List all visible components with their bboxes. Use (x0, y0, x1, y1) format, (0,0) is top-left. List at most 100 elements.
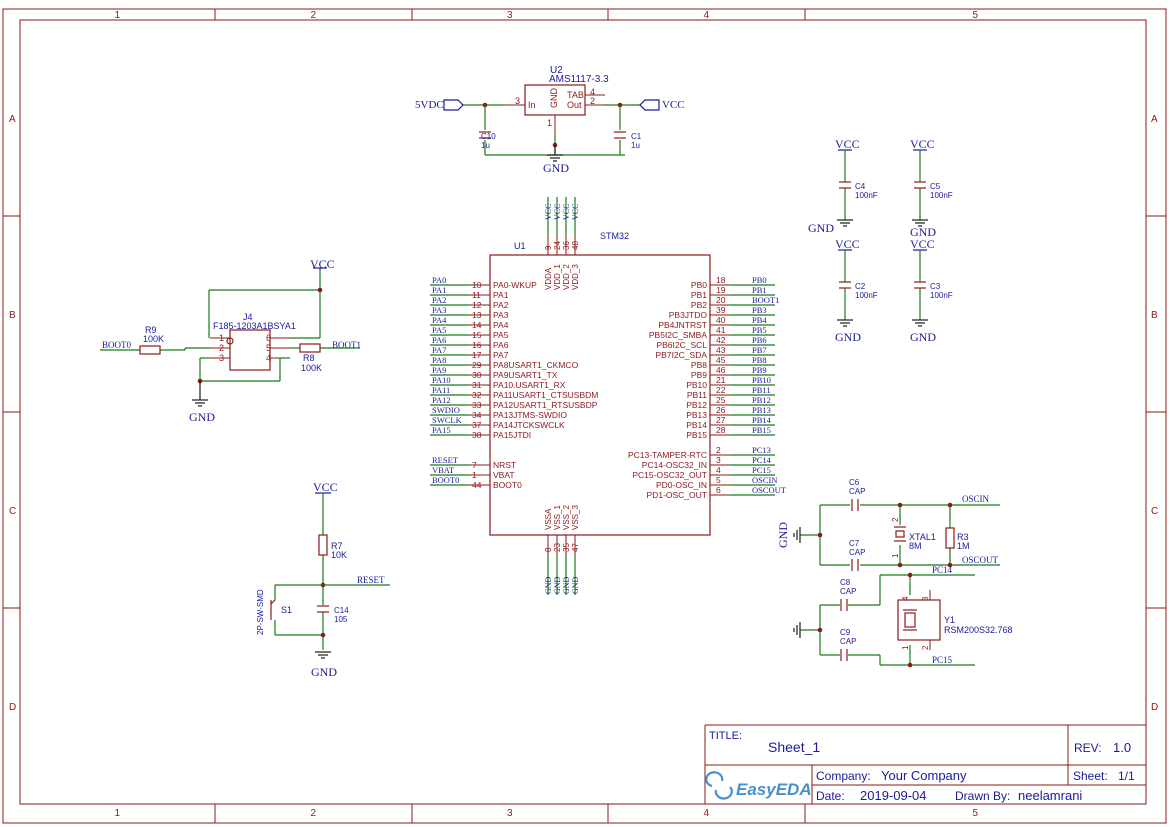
frame-col-label: 1 (115, 10, 121, 21)
u1-pin-name: VDD_3 (571, 264, 580, 290)
u1-right-net: PB5 (752, 325, 767, 335)
c1-ref: C1 (631, 132, 642, 141)
u1-right-num: 41 (716, 325, 726, 335)
u1-right-net: PC15 (752, 465, 771, 475)
c9-capacitor[interactable]: C9 CAP (840, 628, 856, 661)
u1-left-net: PA10 (432, 375, 451, 385)
s1-reset-switch[interactable]: 2P-SW-SMD S1 (256, 589, 292, 635)
u1-right-net: BOOT1 (752, 295, 779, 305)
r3-resistor[interactable]: R3 1M (945, 527, 970, 551)
u1-pin-name: VSS_1 (553, 505, 562, 530)
u1-pin-num: 48 (571, 241, 580, 250)
j4-pin6: 6 (266, 333, 271, 343)
u1-right-net: PB9 (752, 365, 767, 375)
u1-left-name: PA10.USART1_RX (493, 380, 566, 390)
xtal1-ref: XTAL1 (909, 532, 936, 542)
u1-pin-num: 47 (571, 543, 580, 552)
xtal1-pin1: 1 (891, 553, 900, 558)
u1-left-net: PA8 (432, 355, 446, 365)
u1-left-num: 16 (472, 340, 482, 350)
u1-right-num: 27 (716, 415, 726, 425)
r7-value: 10K (331, 550, 347, 560)
u2-value: AMS1117-3.3 (549, 74, 609, 85)
frame-row-label: C (9, 506, 16, 517)
xtal1-crystal[interactable]: XTAL1 8M 2 1 (891, 517, 936, 558)
vcc-label-c4: VCC (835, 137, 860, 151)
u1-right-num: 26 (716, 405, 726, 415)
j4-pin3: 3 (219, 353, 224, 363)
title-block: TITLE: Sheet_1 REV: 1.0 Company: Your Co… (704, 724, 1146, 804)
c10-capacitor[interactable]: C10 1u (479, 131, 496, 150)
reset-circuit: VCC RESET GND (274, 480, 390, 679)
u2-pin4-num: 4 (590, 87, 595, 97)
c1-capacitor[interactable]: C1 1u (614, 131, 642, 150)
c8-value: CAP (840, 587, 856, 596)
boot-wiring: VCC BOOT0 GND BOOT1 (100, 257, 361, 424)
u2-ref: U2 (550, 65, 563, 76)
u1-right-name: PB9 (691, 370, 707, 380)
u1-right-num: 40 (716, 315, 726, 325)
u1-pin-name: VDD_2 (562, 264, 571, 290)
sheet-title: Sheet_1 (768, 739, 820, 755)
s1-ref: S1 (281, 605, 292, 615)
sheet-label: Sheet: (1073, 769, 1108, 783)
u1-left-name: PA2 (493, 300, 509, 310)
y1-crystal[interactable]: 4 3 1 2 Y1 RSM200S32.768 (897, 590, 1013, 650)
u1-right-num: 18 (716, 275, 726, 285)
lse-oscillator: PC14 PC15 (793, 565, 975, 668)
j4-boot-switch[interactable]: J4 F185-1203A1BSYA1 1 2 3 6 5 4 (210, 312, 296, 371)
u1-right-name: PB11 (687, 390, 707, 400)
vcc-label-reset: VCC (313, 480, 338, 494)
c6-capacitor[interactable]: C6 CAP (849, 478, 865, 511)
c14-capacitor[interactable]: C14 105 (317, 605, 349, 624)
u1-value: STM32 (600, 231, 629, 241)
c10-ref: C10 (481, 132, 496, 141)
c8-ref: C8 (840, 578, 851, 587)
j4-pin2: 2 (219, 343, 224, 353)
gnd-label-c5: GND (910, 225, 936, 239)
y1-pin2: 2 (921, 645, 930, 650)
c7-capacitor[interactable]: C7 CAP (849, 539, 865, 571)
u1-right-net: OSCOUT (752, 485, 787, 495)
date-label: Date: (816, 789, 845, 803)
u1-right-num: 39 (716, 305, 726, 315)
u1-pin-name: VSS_2 (562, 505, 571, 530)
frame-col-label: 2 (311, 808, 317, 819)
u1-left-num: 11 (472, 290, 481, 300)
u1-left-net: PA15 (432, 425, 451, 435)
rev-label: REV: (1074, 741, 1102, 755)
gnd-label-osc: GND (776, 522, 790, 548)
u1-right-num: 22 (716, 385, 726, 395)
r7-resistor[interactable]: R7 10K (318, 534, 347, 560)
u1-left-name: BOOT0 (493, 480, 522, 490)
frame-row-label: C (1151, 506, 1158, 517)
gnd-label-c4: GND (808, 221, 834, 235)
r8-resistor[interactable]: R8 100K (299, 343, 322, 373)
u1-vcc-label: VCC (571, 204, 580, 220)
u1-pin-num: 36 (562, 241, 571, 250)
drawn-by-value: neelamrani (1018, 788, 1082, 803)
u1-left-num: 30 (472, 370, 482, 380)
net-boot1-j4: BOOT1 (332, 340, 361, 350)
r9-resistor[interactable]: R9 100K (139, 325, 164, 355)
net-vcc-output: VCC (605, 99, 685, 155)
u1-left-num: 10 (472, 280, 482, 290)
u1-pin-name: VDDA (544, 267, 553, 290)
y1-value: RSM200S32.768 (944, 625, 1013, 635)
c8-capacitor[interactable]: C8 CAP (840, 578, 856, 611)
u2-regulator[interactable]: U2 AMS1117-3.3 In TAB Out GND 3 4 2 1 (505, 65, 609, 135)
c6-value: CAP (849, 487, 865, 496)
u1-stm32[interactable]: U1 STM32 VCC9VDDAVCC24VDD_1VCC36VDD_2VCC… (430, 197, 787, 595)
u1-right-net: PB3 (752, 305, 767, 315)
r3-ref: R3 (957, 532, 969, 542)
s1-value: 2P-SW-SMD (256, 589, 265, 635)
c14-value: 105 (334, 615, 348, 624)
hse-oscillator: GND OSCIN OSCOUT (776, 494, 1000, 568)
frame-col-label: 2 (311, 10, 317, 21)
